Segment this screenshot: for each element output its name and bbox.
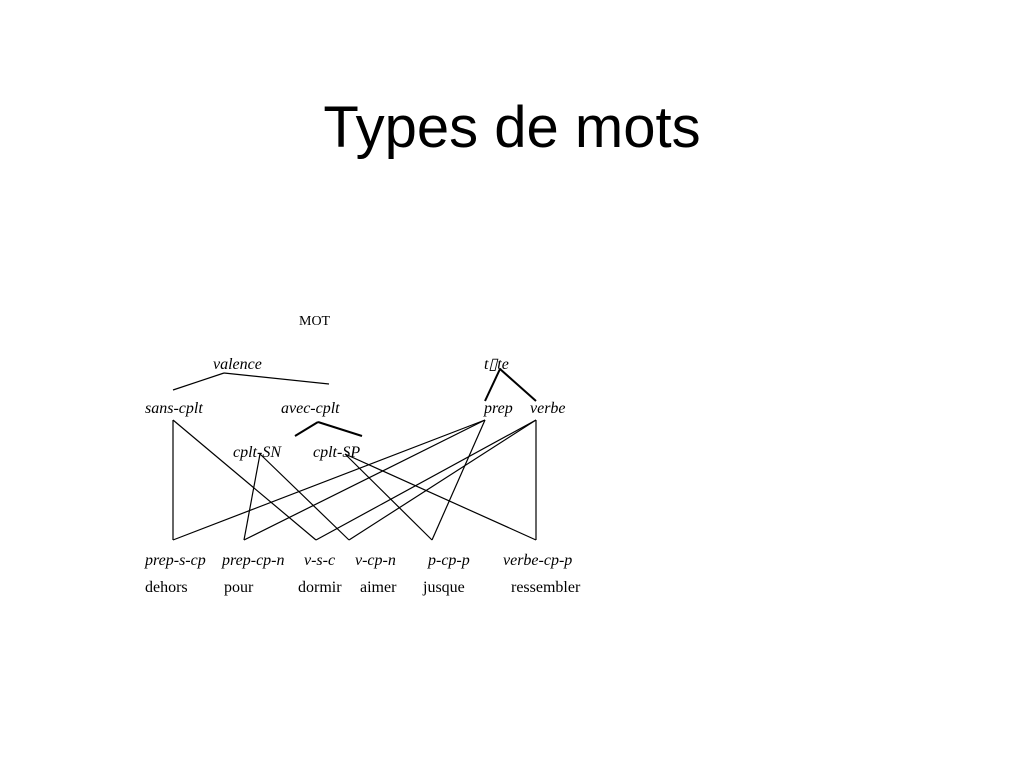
example-ressembler: ressembler <box>511 579 581 596</box>
edge-cplt-sp-verbe-cp-p <box>344 453 537 541</box>
edge-prep-p-cp-p <box>431 419 486 541</box>
edge-avec-cplt-cplt-sp <box>317 421 363 437</box>
example-dormir: dormir <box>298 579 342 596</box>
leaf-type-v-cp-n: v-cp-n <box>355 552 396 569</box>
example-pour: pour <box>224 579 254 596</box>
example-jusque: jusque <box>422 579 465 596</box>
edge-avec-cplt-cplt-sn <box>294 421 319 437</box>
example-aimer: aimer <box>360 579 397 596</box>
leaf-type-prep-s-cp: prep-s-cp <box>144 552 206 569</box>
edge-valence-sans-cplt <box>172 372 225 391</box>
leaf-type-p-cp-p: p-cp-p <box>427 552 470 569</box>
node-prep: prep <box>483 400 513 417</box>
edge-cplt-sn-v-cp-n <box>259 453 350 541</box>
slide-title: Types de mots <box>323 95 701 160</box>
node-sans-cplt: sans-cplt <box>145 400 203 417</box>
edge-tete-verbe <box>499 368 537 402</box>
node-cplt-sp: cplt-SP <box>313 444 360 461</box>
leaf-type-v-s-c: v-s-c <box>304 552 335 569</box>
edge-valence-avec-cplt <box>223 372 330 385</box>
node-verbe: verbe <box>530 400 566 417</box>
leaf-type-prep-cp-n: prep-cp-n <box>221 552 285 569</box>
node-mot: MOT <box>299 314 331 329</box>
node-valence: valence <box>213 356 262 373</box>
edge-prep-prep-cp-n <box>243 419 486 541</box>
edge-tete-prep <box>484 368 501 402</box>
edge-sans-cplt-v-s-c <box>172 419 317 541</box>
node-avec-cplt: avec-cplt <box>281 400 340 417</box>
node-tete: t▯te <box>484 356 509 373</box>
leaf-type-verbe-cp-p: verbe-cp-p <box>503 552 572 569</box>
edge-cplt-sp-p-cp-p <box>344 453 433 541</box>
edge-cplt-sn-prep-cp-n <box>243 453 261 541</box>
edge-verbe-v-cp-n <box>348 419 537 541</box>
edge-prep-prep-s-cp <box>172 419 486 541</box>
node-cplt-sn: cplt-SN <box>233 444 282 461</box>
example-dehors: dehors <box>145 579 188 596</box>
edge-verbe-v-s-c <box>315 419 537 541</box>
